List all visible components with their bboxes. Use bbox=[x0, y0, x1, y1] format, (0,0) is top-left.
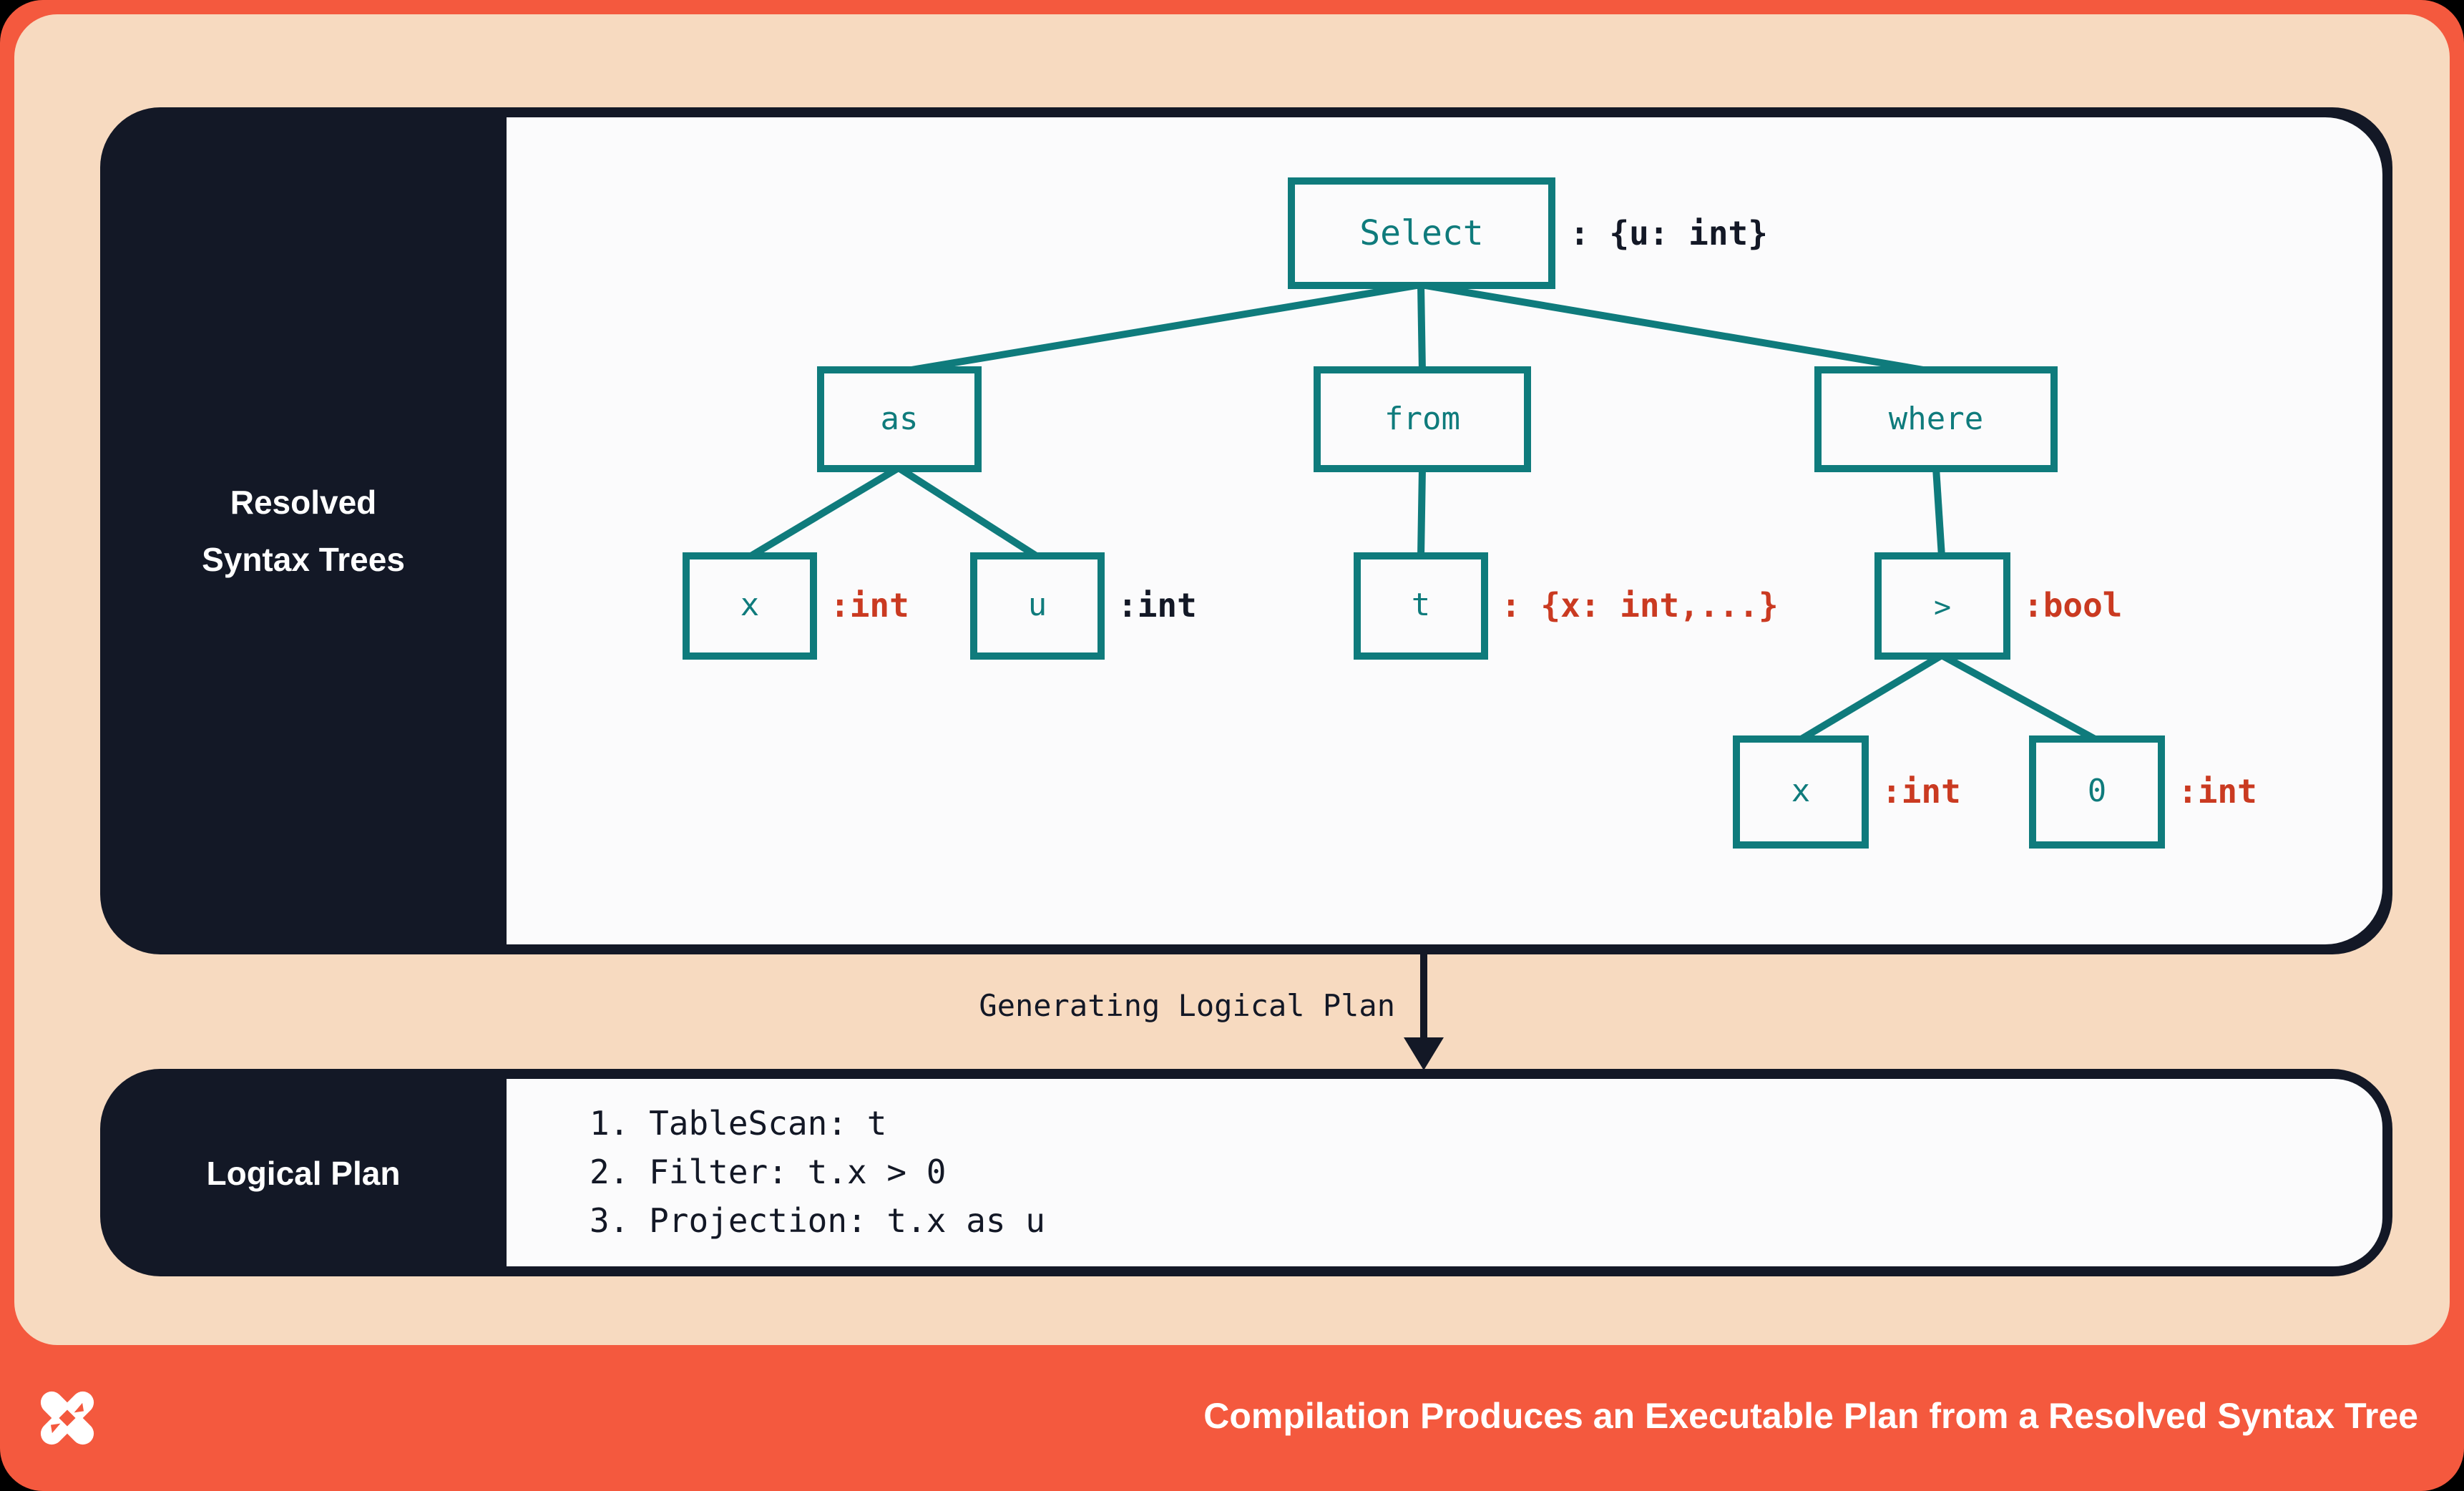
type-annotation-u: :int bbox=[1118, 588, 1197, 625]
logical-plan-step: 1. TableScan: t bbox=[590, 1105, 887, 1143]
brand-logo-icon bbox=[40, 1391, 94, 1445]
node-label: 0 bbox=[2087, 774, 2107, 810]
type-annotation-x-under-gt: :int bbox=[1882, 774, 1961, 811]
type-annotation-t: : {x: int,...} bbox=[1501, 588, 1779, 625]
node-label: x bbox=[1791, 774, 1811, 810]
type-annotation-select: : {u: int} bbox=[1570, 216, 1768, 253]
tree-node-t: t bbox=[1354, 552, 1488, 660]
tree-node-x-under-gt: x bbox=[1733, 735, 1869, 849]
node-label: as bbox=[880, 401, 919, 437]
logical-plan-step: 2. Filter: t.x > 0 bbox=[590, 1154, 947, 1191]
panel-title-line: Logical Plan bbox=[206, 1154, 401, 1191]
type-annotation-zero: :int bbox=[2178, 774, 2257, 811]
type-annotation-greater-than: :bool bbox=[2023, 588, 2123, 625]
logical-plan-panel: Logical Plan bbox=[100, 1069, 2392, 1276]
resolved-syntax-trees-label: Resolved Syntax Trees bbox=[100, 107, 507, 954]
tree-node-from: from bbox=[1314, 366, 1531, 472]
tree-node-u: u bbox=[970, 552, 1105, 660]
panel-title-line: Syntax Trees bbox=[202, 541, 405, 578]
tree-node-x-under-as: x bbox=[683, 552, 817, 660]
type-annotation-x-under-as: :int bbox=[830, 588, 909, 625]
tree-node-where: where bbox=[1814, 366, 2058, 472]
node-label: from bbox=[1384, 401, 1460, 437]
logical-plan-steps: 1. TableScan: t 2. Filter: t.x > 0 3. Pr… bbox=[590, 1079, 1045, 1266]
node-label: where bbox=[1888, 401, 1984, 437]
node-label: u bbox=[1027, 588, 1047, 624]
transition-label: Generating Logical Plan bbox=[979, 989, 1395, 1023]
tree-node-greater-than: > bbox=[1874, 552, 2010, 660]
logical-plan-label: Logical Plan bbox=[100, 1069, 507, 1276]
node-label: > bbox=[1933, 589, 1952, 623]
tree-node-as: as bbox=[817, 366, 982, 472]
node-label: x bbox=[740, 588, 760, 624]
node-label: t bbox=[1411, 588, 1431, 624]
tree-node-select: Select bbox=[1288, 177, 1555, 289]
panel-title-line: Resolved bbox=[230, 484, 377, 521]
logical-plan-area bbox=[507, 1079, 2382, 1266]
node-label: Select bbox=[1359, 213, 1484, 253]
footer-title: Compilation Produces an Executable Plan … bbox=[1203, 1396, 2418, 1436]
logical-plan-step: 3. Projection: t.x as u bbox=[590, 1203, 1045, 1240]
tree-node-zero: 0 bbox=[2029, 735, 2165, 849]
